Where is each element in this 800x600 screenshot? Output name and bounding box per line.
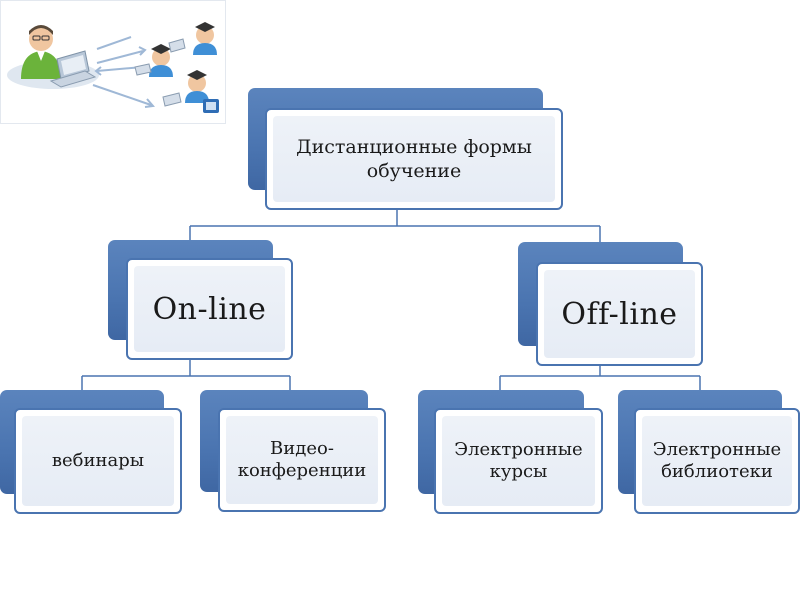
node-root-label: Дистанционные формы обучение [296, 136, 532, 182]
graduation-cap-icon [151, 22, 215, 80]
node-offline: Off-line [518, 242, 703, 366]
node-videoconf-label: Видео-конференции [237, 438, 367, 481]
e-learning-clipart [0, 0, 226, 124]
student-icon [149, 26, 217, 103]
node-webinars-label: вебинары [51, 450, 145, 471]
node-online: On-line [108, 240, 293, 360]
node-root: Дистанционные формы обучение [248, 88, 563, 210]
node-offline-label: Off-line [561, 296, 678, 332]
node-webinars: вебинары [0, 390, 182, 514]
laptop-icon [49, 50, 97, 88]
node-ecourses-label: Электронные курсы [454, 439, 583, 482]
node-online-label: On-line [152, 291, 267, 327]
node-ecourses: Электронные курсы [418, 390, 603, 514]
node-elibraries-label: Электронные библиотеки [652, 439, 782, 482]
teacher-icon [21, 25, 61, 79]
node-videoconf: Видео-конференции [200, 390, 386, 512]
node-elibraries: Электронные библиотеки [618, 390, 800, 514]
